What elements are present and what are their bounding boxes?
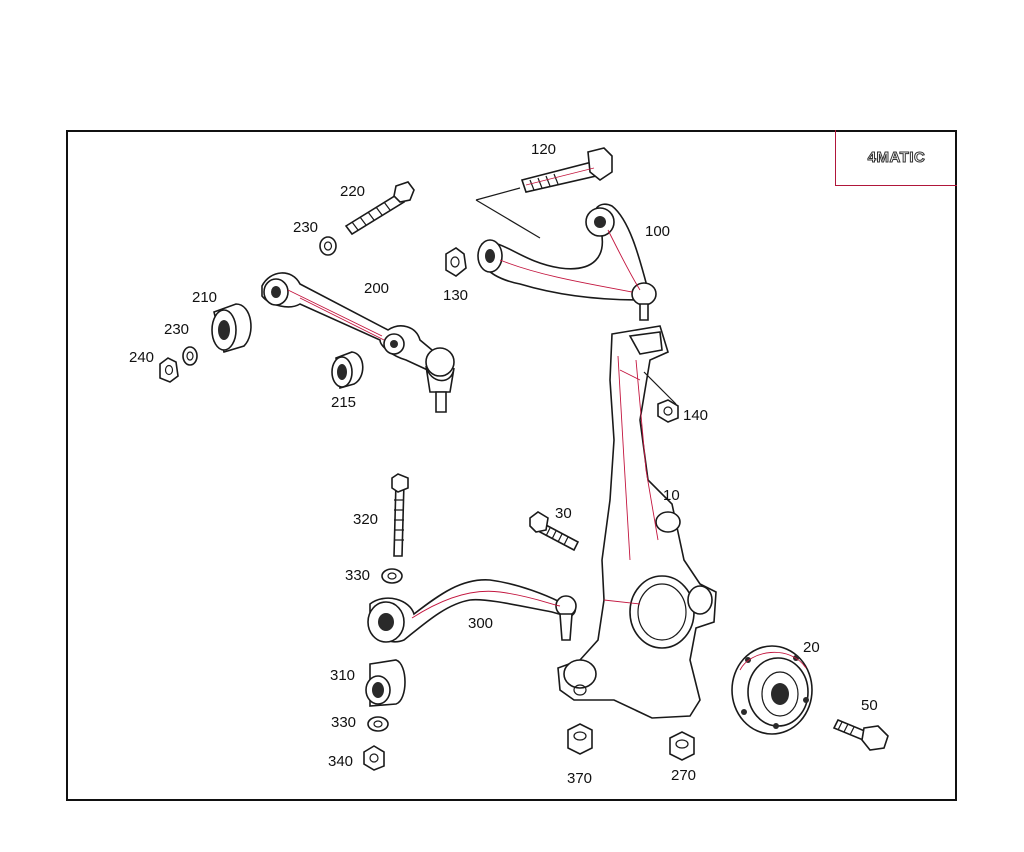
label-340: 340 <box>328 753 353 770</box>
part-230-washer-lower[interactable] <box>182 346 198 366</box>
part-330-washer-lower[interactable] <box>367 716 389 732</box>
part-310-bushing[interactable] <box>365 659 406 707</box>
label-10: 10 <box>663 487 680 504</box>
part-10-steering-knuckle[interactable] <box>557 325 717 719</box>
drive-badge-text: 4MATIC <box>867 149 926 167</box>
label-330-lower: 330 <box>331 714 356 731</box>
part-320-bolt[interactable] <box>391 473 409 557</box>
part-340-nut[interactable] <box>363 745 385 771</box>
part-30-bolt[interactable] <box>529 511 580 552</box>
label-140: 140 <box>683 407 708 424</box>
part-130-nut[interactable] <box>445 247 467 277</box>
label-370: 370 <box>567 770 592 787</box>
leader-140 <box>643 371 677 405</box>
drive-badge: 4MATIC <box>835 130 957 186</box>
part-230-washer-upper[interactable] <box>319 236 337 256</box>
label-220: 220 <box>340 183 365 200</box>
label-330-upper: 330 <box>345 567 370 584</box>
part-200-lower-arm[interactable] <box>261 272 455 413</box>
label-50: 50 <box>861 697 878 714</box>
label-210: 210 <box>192 289 217 306</box>
label-120: 120 <box>531 141 556 158</box>
part-215-bushing[interactable] <box>331 351 364 390</box>
part-100-upper-arm[interactable] <box>477 203 657 321</box>
part-120-bolt[interactable] <box>520 147 613 193</box>
label-200: 200 <box>364 280 389 297</box>
part-270-nut[interactable] <box>669 731 695 761</box>
part-140-nut[interactable] <box>657 399 679 423</box>
part-50-bolt[interactable] <box>832 718 889 751</box>
part-370-nut[interactable] <box>567 723 593 755</box>
label-30: 30 <box>555 505 572 522</box>
part-220-bolt[interactable] <box>344 181 415 236</box>
part-240-nut[interactable] <box>159 357 179 383</box>
label-270: 270 <box>671 767 696 784</box>
part-330-washer-upper[interactable] <box>381 568 403 584</box>
leader-120 <box>475 187 541 239</box>
label-230-lower: 230 <box>164 321 189 338</box>
label-320: 320 <box>353 511 378 528</box>
label-240: 240 <box>129 349 154 366</box>
part-20-wheel-hub[interactable] <box>731 645 813 735</box>
label-100: 100 <box>645 223 670 240</box>
part-210-bushing[interactable] <box>211 303 252 354</box>
label-230-upper: 230 <box>293 219 318 236</box>
label-20: 20 <box>803 639 820 656</box>
part-300-lower-arm[interactable] <box>367 579 577 643</box>
label-300: 300 <box>468 615 493 632</box>
label-130: 130 <box>443 287 468 304</box>
diagram-frame <box>66 130 957 801</box>
label-215: 215 <box>331 394 356 411</box>
label-310: 310 <box>330 667 355 684</box>
